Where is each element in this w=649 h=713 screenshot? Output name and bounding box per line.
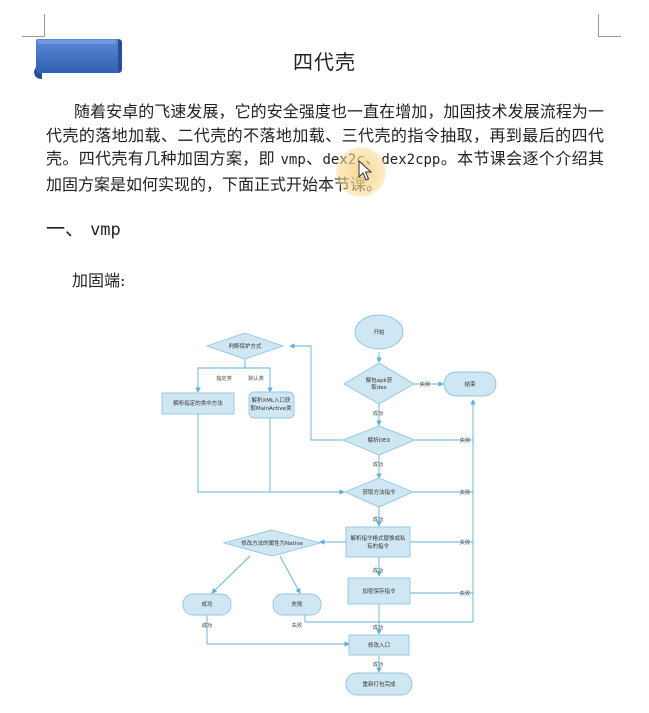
flow-node-fail: 失败 bbox=[291, 600, 303, 608]
term-vmp: vmp bbox=[280, 152, 306, 168]
edge-label-success-entry: 成功 bbox=[373, 660, 383, 668]
flow-node-encrypt-save: 加密保存指令 bbox=[362, 587, 396, 595]
separator-1: 、 bbox=[305, 149, 323, 168]
edge-label-success-parse-dex: 成功 bbox=[373, 460, 383, 468]
flow-node-get-method-insn: 获取方法指令 bbox=[362, 488, 396, 496]
edge-label-success-unpack: 成功 bbox=[373, 409, 383, 417]
flow-node-parse-insn-line2: 有的指令 bbox=[367, 542, 390, 550]
edge-label-default-class: 默认类 bbox=[248, 374, 264, 382]
section-number: 一、 bbox=[46, 218, 85, 240]
title-banner-shape bbox=[34, 39, 122, 79]
flow-node-parse-specified-class: 解析指定的类中方法 bbox=[173, 399, 223, 407]
flow-node-parse-insn-line1: 解析指令格式替换成私 bbox=[350, 534, 406, 542]
intro-text-part1: 随着安卓的飞速发展，它的安全强度也一直在增加，加固技术发展流程为一代壳的落地加载… bbox=[46, 102, 604, 168]
edge-label-fail-parse-dex: 失败 bbox=[460, 436, 470, 444]
edge-label-success-native: 成功 bbox=[202, 621, 212, 629]
edge-label-fail-encrypt: 失败 bbox=[460, 589, 470, 597]
flow-node-end: 结束 bbox=[464, 380, 476, 388]
hardening-flowchart: 开始 解包apk获 取dex 结束 判断保护方式 解析指定的类中方法 解析XML… bbox=[161, 314, 497, 696]
flow-node-modify-entry: 修改入口 bbox=[368, 641, 390, 649]
section-heading: 一、 vmp bbox=[46, 214, 121, 241]
edge-label-success-parse-insn: 成功 bbox=[373, 566, 383, 574]
edge-label-fail-unpack: 失败 bbox=[420, 380, 430, 388]
term-dex2cpp: dex2cpp bbox=[381, 152, 441, 168]
crop-mark-top-right bbox=[598, 14, 621, 37]
flow-node-parse-xml-line2: 取MainActive类 bbox=[250, 404, 292, 412]
edge-label-fail-parse-insn: 失败 bbox=[460, 538, 470, 546]
edge-label-fail-native: 失败 bbox=[292, 621, 302, 629]
flow-node-start: 开始 bbox=[373, 328, 385, 336]
flow-node-modify-native: 修改方法的属性为Native bbox=[241, 539, 303, 547]
flow-node-parse-dex: 解析DEX bbox=[368, 436, 391, 444]
edge-label-success-encrypt: 成功 bbox=[373, 623, 383, 631]
document-title: 四代壳 bbox=[293, 50, 356, 74]
intro-text-part2: 。本节课会逐个介绍其加固方案是如何实现的，下面正式开始本节课。 bbox=[46, 149, 604, 194]
section-heading-text: vmp bbox=[90, 220, 121, 240]
flow-node-repack-done: 重新打包完成 bbox=[362, 680, 396, 688]
edge-label-success-get-insn: 成功 bbox=[373, 515, 383, 523]
crop-mark-top-left bbox=[22, 14, 45, 37]
flow-node-success: 成功 bbox=[201, 600, 213, 608]
mouse-pointer-icon bbox=[358, 160, 372, 181]
edge-label-specified-class: 指定类 bbox=[216, 374, 232, 382]
subheading-hardening-side: 加固端: bbox=[72, 271, 126, 290]
edge-label-fail-get-insn: 失败 bbox=[460, 488, 470, 496]
intro-paragraph: 随着安卓的飞速发展，它的安全强度也一直在增加，加固技术发展流程为一代壳的落地加载… bbox=[46, 100, 604, 196]
flow-node-unpack-apk-line1: 解包apk获 bbox=[366, 376, 393, 384]
flow-node-parse-xml-line1: 解析XML入口获 bbox=[251, 396, 291, 404]
flow-node-unpack-apk-line2: 取dex bbox=[371, 384, 387, 391]
flow-node-judge-protect: 判断保护方式 bbox=[228, 342, 262, 350]
